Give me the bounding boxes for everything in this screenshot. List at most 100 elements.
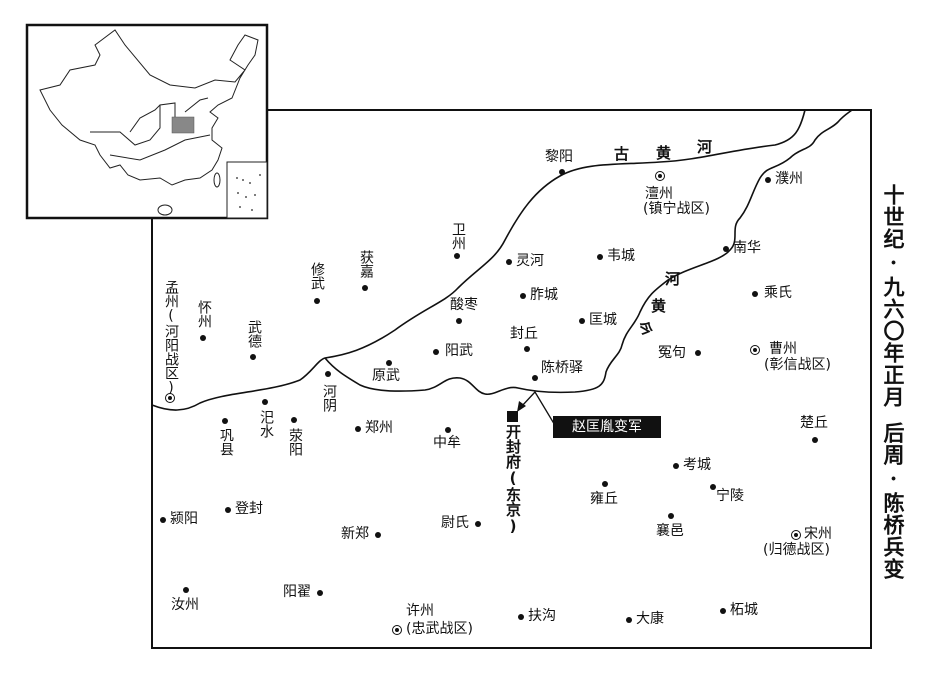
- place-dot-xiangyi: [668, 513, 674, 519]
- place-dot-weishi: [475, 521, 481, 527]
- place-label-weizhou: 卫州: [450, 222, 466, 250]
- place-dot-fengqiu: [524, 346, 530, 352]
- place-label-fugou: 扶沟: [528, 608, 556, 624]
- place-dot-yangzhai: [317, 590, 323, 596]
- military-district-marker-xuzhou: [392, 625, 402, 635]
- place-dot-ningling: [710, 484, 716, 490]
- place-label-mengzhou: 孟州(河阳战区): [163, 280, 179, 396]
- capital-marker: [507, 411, 518, 422]
- place-dot-weicheng: [597, 254, 603, 260]
- place-label-yuanju: 冤句: [658, 345, 686, 361]
- military-district-marker-caozhou: [750, 345, 760, 355]
- inset-region-highlight: [171, 116, 195, 134]
- place-label-zuocheng: 胙城: [530, 287, 558, 303]
- old-river-char-3: 河: [697, 138, 713, 156]
- old-river-char-1: 古: [614, 145, 630, 163]
- event-arrow: [520, 390, 557, 428]
- place-dot-chuqiu: [812, 437, 818, 443]
- place-label-xuzhou: 许州: [406, 603, 434, 619]
- place-label-yingyang: 颍阳: [170, 511, 198, 527]
- place-label-suanzao: 酸枣: [450, 297, 478, 313]
- place-dot-dakang: [626, 617, 632, 623]
- place-label-puzhou: 濮州: [775, 171, 803, 187]
- place-label-wude: 武德: [246, 320, 262, 348]
- place-label-xinzheng: 新郑: [341, 526, 369, 542]
- place-dot-yongqiu: [602, 481, 608, 487]
- place-label-huojia: 获嘉: [358, 250, 374, 278]
- place-label-heyin: 河阴: [321, 384, 337, 412]
- place-sublabel-songzhou: (归德战区): [763, 542, 830, 558]
- new-river-char-1: 河: [665, 270, 681, 288]
- place-dot-chenqiao: [532, 375, 538, 381]
- place-label-sishui: 汜水: [258, 410, 274, 438]
- place-sublabel-chanzhou: (镇宁战区): [643, 201, 710, 217]
- place-label-chengshi: 乘氏: [764, 285, 792, 301]
- place-label-xiuwu: 修武: [309, 262, 325, 290]
- place-dot-huaizhou: [200, 335, 206, 341]
- place-label-linghe: 灵河: [516, 253, 544, 269]
- place-dot-xiuwu: [314, 298, 320, 304]
- place-dot-dengfeng: [225, 507, 231, 513]
- place-dot-fugou: [518, 614, 524, 620]
- place-label-caozhou: 曹州: [769, 341, 797, 357]
- place-label-yangzhai: 阳翟: [283, 584, 311, 600]
- title-event: 后周·陈桥兵变: [881, 422, 906, 580]
- place-dot-zhecheng: [720, 608, 726, 614]
- place-label-yongqiu: 雍丘: [590, 491, 618, 507]
- place-dot-kuangcheng: [579, 318, 585, 324]
- military-district-marker-songzhou: [791, 530, 801, 540]
- place-dot-wude: [250, 354, 256, 360]
- place-dot-heyin: [325, 371, 331, 377]
- new-river-char-2: 黄: [651, 297, 667, 315]
- place-label-yuanwu: 原武: [372, 368, 400, 384]
- place-label-songzhou: 宋州: [804, 526, 832, 542]
- place-dot-zhengzhou: [355, 426, 361, 432]
- place-dot-xinzheng: [375, 532, 381, 538]
- place-label-xiangyi: 襄邑: [656, 523, 684, 539]
- place-dot-chengshi: [752, 291, 758, 297]
- place-dot-sishui: [262, 399, 268, 405]
- place-label-chuqiu: 楚丘: [800, 415, 828, 431]
- place-label-weishi: 尉氏: [441, 515, 469, 531]
- place-dot-zhongmou: [445, 427, 451, 433]
- place-dot-nanhua: [723, 246, 729, 252]
- place-sublabel-xuzhou: (忠武战区): [406, 621, 473, 637]
- place-label-xingyang: 荥阳: [287, 428, 303, 456]
- place-label-kuangcheng: 匡城: [589, 312, 617, 328]
- place-label-dengfeng: 登封: [235, 501, 263, 517]
- inset-islands: [236, 174, 261, 211]
- place-label-kaocheng: 考城: [683, 457, 711, 473]
- place-dot-yingyang: [160, 517, 166, 523]
- title-date: 十世纪·九六〇年正月: [881, 184, 906, 408]
- place-label-liyang: 黎阳: [545, 149, 573, 165]
- place-dot-kaocheng: [673, 463, 679, 469]
- place-dot-linghe: [506, 259, 512, 265]
- place-label-dakang: 大康: [636, 611, 664, 627]
- place-dot-suanzao: [456, 318, 462, 324]
- place-sublabel-caozhou: (彰信战区): [764, 357, 831, 373]
- military-district-marker-mengzhou: [165, 393, 175, 403]
- place-label-zhengzhou: 郑州: [365, 420, 393, 436]
- inset-china-outline: [39, 29, 259, 216]
- map-frame: [151, 109, 872, 649]
- place-label-ningling: 宁陵: [716, 488, 744, 504]
- place-label-chenqiao: 陈桥驿: [541, 360, 583, 376]
- event-label-box: 赵匡胤变军: [553, 416, 661, 438]
- place-label-zhongmou: 中牟: [433, 435, 461, 451]
- place-dot-yuanwu: [386, 360, 392, 366]
- place-dot-yuanju: [695, 350, 701, 356]
- place-label-zhecheng: 柘城: [730, 602, 758, 618]
- place-dot-liyang: [559, 169, 565, 175]
- old-river-char-2: 黄: [656, 144, 672, 162]
- place-dot-weizhou: [454, 253, 460, 259]
- place-dot-xingyang: [291, 417, 297, 423]
- military-district-marker-chanzhou: [655, 171, 665, 181]
- place-dot-ruzhou: [183, 587, 189, 593]
- map-title: 十世纪·九六〇年正月后周·陈桥兵变: [878, 184, 908, 580]
- place-label-huaizhou: 怀州: [196, 300, 212, 328]
- place-label-ruzhou: 汝州: [171, 597, 199, 613]
- place-label-fengqiu: 封丘: [510, 326, 538, 342]
- inset-south-sea-box: [226, 161, 268, 219]
- place-dot-zuocheng: [520, 293, 526, 299]
